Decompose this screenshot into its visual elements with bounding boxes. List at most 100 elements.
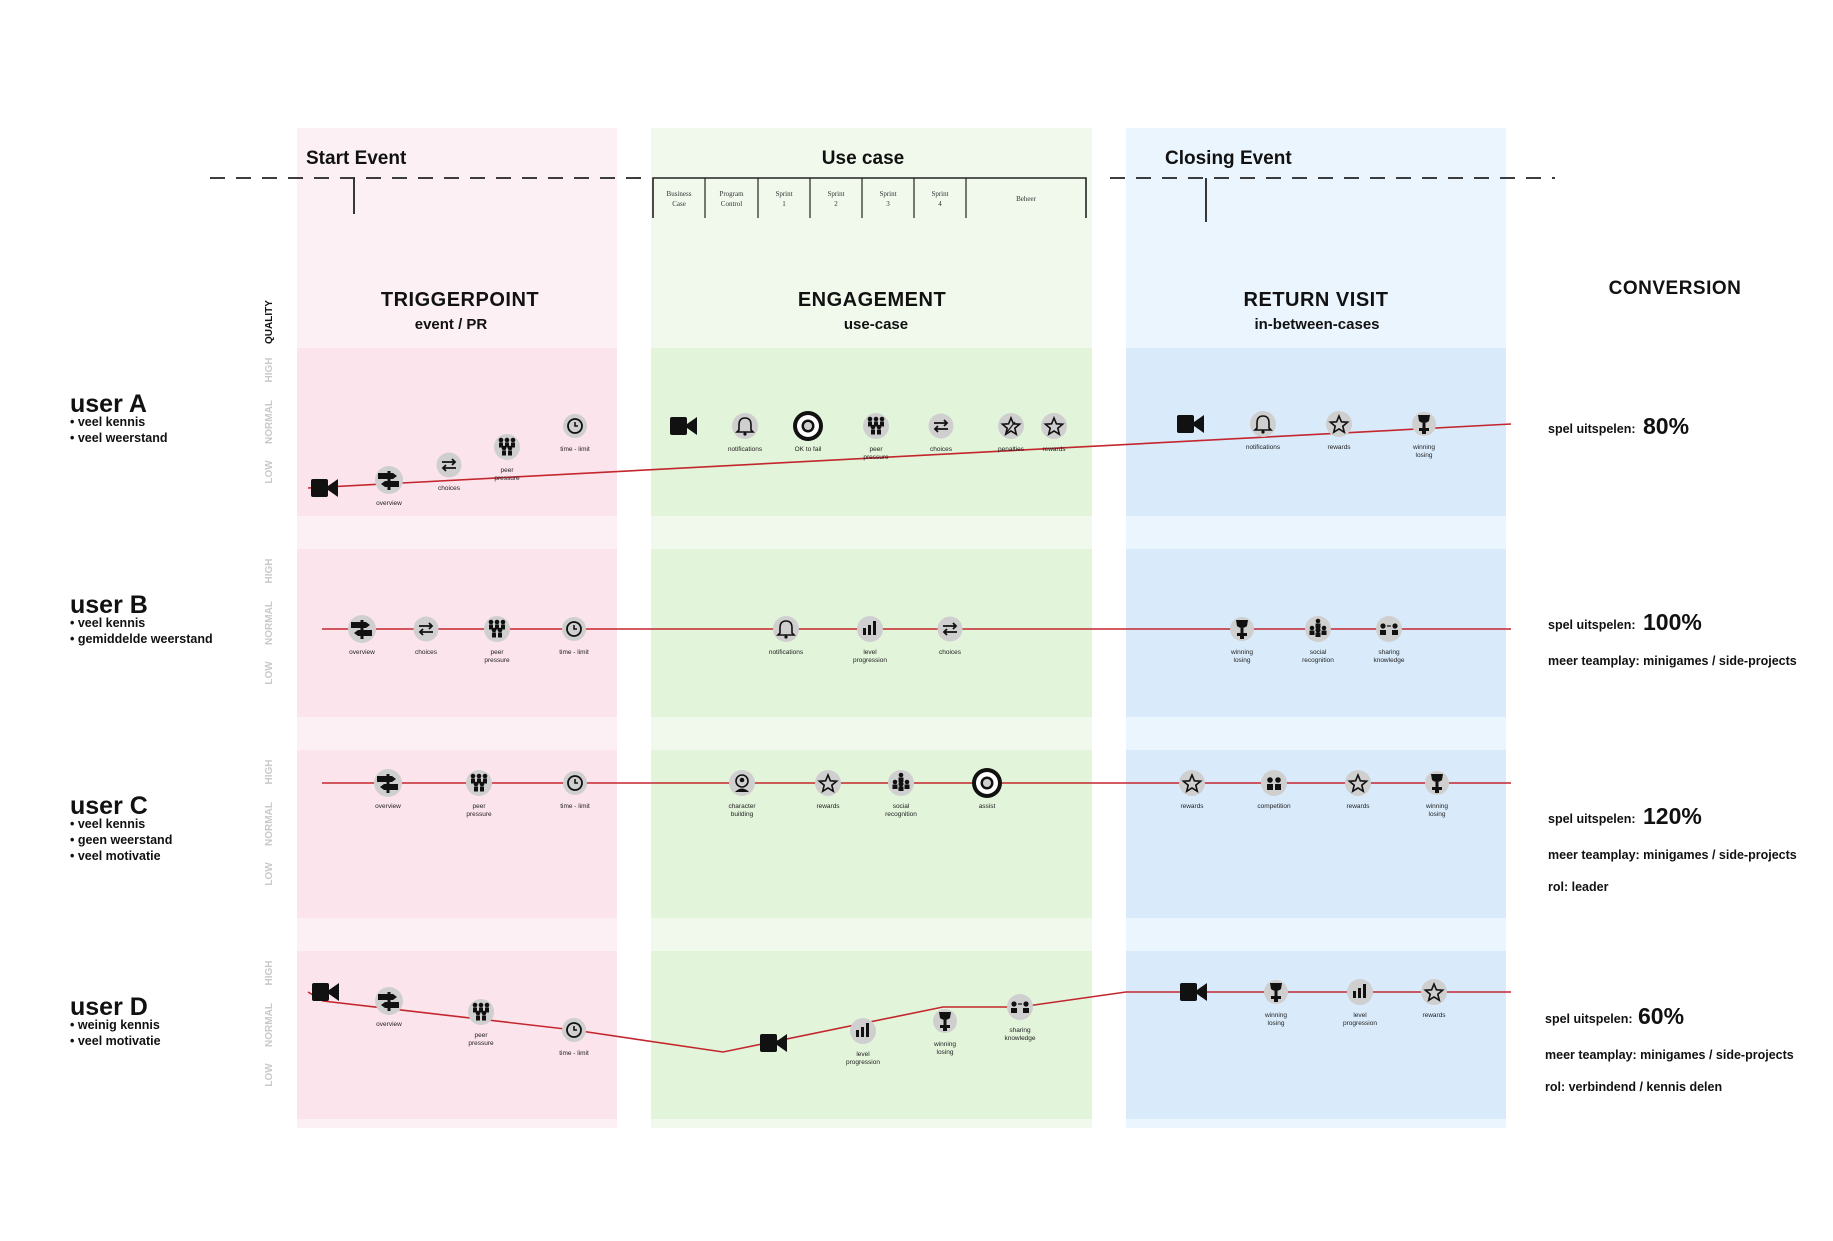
node-label: winning — [933, 1041, 956, 1048]
peer-group-body — [489, 624, 493, 630]
peer-group-icon — [867, 416, 873, 422]
peer-group-body — [495, 624, 499, 630]
two-people-body — [1275, 784, 1281, 790]
node-label: overview — [376, 1021, 402, 1028]
node-label: rewards — [1180, 803, 1204, 810]
node-label: rewards — [1042, 446, 1066, 453]
node-label: winning — [1412, 444, 1435, 451]
node-label: choices — [438, 485, 461, 492]
use-case-bracket-frame — [652, 177, 1087, 218]
signpost-node: overview — [375, 987, 403, 1028]
social-group-body — [1315, 623, 1321, 628]
node-label: time - limit — [560, 803, 590, 810]
bell-node: notifications — [1246, 411, 1281, 451]
user-name: user C — [70, 792, 148, 820]
quality-label-low: LOW — [264, 862, 275, 886]
use-case-cell-label: Case — [672, 200, 686, 208]
conversion-title: CONVERSION — [1609, 278, 1742, 299]
user-trait: • veel kennis — [70, 817, 145, 831]
quality-label-normal: NORMAL — [264, 601, 275, 645]
star-icon — [1328, 413, 1350, 435]
use-case-cell-label: Sprint — [931, 190, 948, 198]
node-label: rewards — [1422, 1012, 1446, 1019]
star-node: rewards — [1179, 770, 1205, 810]
bell-icon — [1253, 415, 1273, 431]
node-circle — [729, 770, 755, 796]
trophy-stem — [1274, 991, 1278, 996]
trophy-foot — [1422, 431, 1426, 434]
signpost-board — [380, 784, 398, 790]
peer-group-body — [492, 632, 496, 638]
peer-group-icon — [473, 781, 479, 787]
peer-group-icon — [510, 437, 516, 443]
trophy-foot — [943, 1028, 947, 1031]
triggerpoint-title: TRIGGERPOINT — [381, 289, 539, 311]
peer-group-body — [877, 429, 881, 435]
node-circle — [1041, 413, 1067, 439]
conversion-percentage: 60% — [1638, 1003, 1684, 1029]
node-label: overview — [349, 649, 375, 656]
node-label: pressure — [484, 657, 510, 664]
bar-chart-bar — [861, 1027, 864, 1037]
clock-node: time - limit — [560, 414, 590, 453]
arrows-exchange-node: choices — [436, 452, 462, 492]
column-headers: TRIGGERPOINT event / PR ENGAGEMENT use-c… — [264, 278, 1741, 344]
conversion-percentage: 80% — [1643, 413, 1689, 439]
social-group-body — [1309, 630, 1315, 635]
node-label: knowledge — [1004, 1035, 1035, 1042]
triggerpoint-subtitle: event / PR — [415, 316, 488, 333]
peer-group-icon — [475, 1010, 481, 1016]
bell-icon — [735, 417, 755, 433]
node-circle — [1179, 770, 1205, 796]
conversion-note: meer teamplay: minigames / side-projects — [1548, 848, 1797, 862]
clock-hands — [573, 625, 577, 630]
peer-group-body — [479, 1007, 483, 1013]
node-label: overview — [376, 500, 402, 507]
social-group-body — [904, 784, 910, 789]
peer-group-body — [498, 632, 502, 638]
clock-icon — [567, 775, 583, 791]
node-circle — [1326, 411, 1352, 437]
star-penalty-icon — [1000, 415, 1022, 437]
return-visit-subtitle: in-between-cases — [1254, 316, 1379, 333]
peer-group-icon — [479, 781, 485, 787]
person-badge-icon — [735, 774, 749, 788]
conversion-note: meer teamplay: minigames / side-projects — [1548, 654, 1797, 668]
peer-group-icon — [500, 619, 506, 625]
node-label: rewards — [1346, 803, 1370, 810]
video-camera-lens — [1194, 415, 1204, 433]
node-label: OK to fail — [795, 446, 822, 453]
use-case-cell-label: Sprint — [879, 190, 896, 198]
peer-group-icon — [482, 773, 488, 779]
trophy-base — [1432, 787, 1442, 790]
node-label: time - limit — [559, 1050, 589, 1057]
lifebuoy-node: assist — [972, 768, 1002, 810]
peer-group-icon — [491, 627, 497, 633]
star-node: rewards — [1345, 770, 1371, 810]
node-label: losing — [1416, 452, 1433, 459]
node-label: progression — [1343, 1020, 1377, 1027]
node-label: peer — [472, 803, 486, 810]
quality-axis-header: QUALITY — [264, 300, 275, 344]
video-camera-node — [311, 479, 338, 497]
peer-group-icon — [488, 619, 494, 625]
social-group-icon — [1309, 625, 1315, 631]
conversion-note: rol: verbindend / kennis delen — [1545, 1080, 1722, 1094]
use-case-cell-label: Beheer — [1016, 195, 1036, 203]
peer-group-body — [505, 442, 509, 448]
node-label: pressure — [468, 1040, 494, 1047]
node-label: losing — [1429, 811, 1446, 818]
clock-node: time - limit — [559, 1018, 589, 1057]
peer-group-body — [480, 786, 484, 792]
sharing-people-body — [1011, 1008, 1017, 1013]
arrows-exchange-node: choices — [937, 616, 963, 656]
video-camera-node — [1180, 983, 1207, 1001]
two-people-icon — [1267, 777, 1273, 783]
